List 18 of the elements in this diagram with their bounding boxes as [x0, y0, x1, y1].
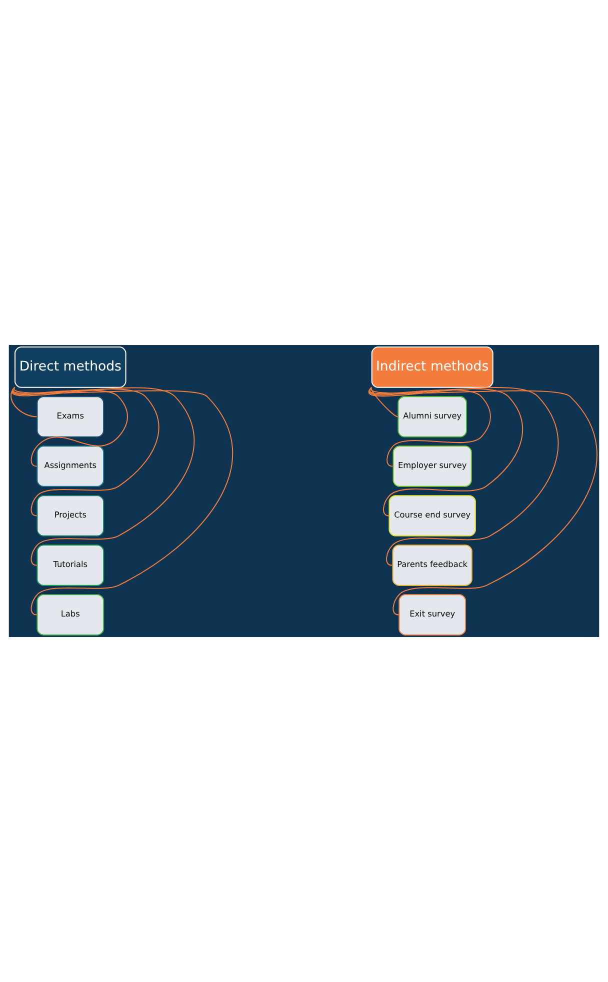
connector	[369, 387, 523, 516]
node-box: Course end survey	[388, 495, 476, 536]
node-box: Employer survey	[392, 446, 472, 487]
node-box: Labs	[36, 594, 104, 636]
node-box: Assignments	[36, 446, 104, 487]
connector	[370, 387, 491, 467]
node-box: Direct methods	[14, 346, 126, 388]
connector	[13, 387, 128, 467]
node-box: Parents feedback	[392, 544, 472, 586]
node-box: Exams	[36, 396, 104, 438]
connector	[370, 387, 398, 418]
connector	[12, 387, 194, 566]
node-box: Exit survey	[398, 594, 466, 636]
connector	[12, 387, 160, 516]
node-box: Indirect methods	[371, 346, 494, 388]
node-box: Projects	[36, 495, 104, 536]
node-box: Tutorials	[36, 544, 104, 586]
node-box: Alumni survey	[398, 396, 468, 438]
